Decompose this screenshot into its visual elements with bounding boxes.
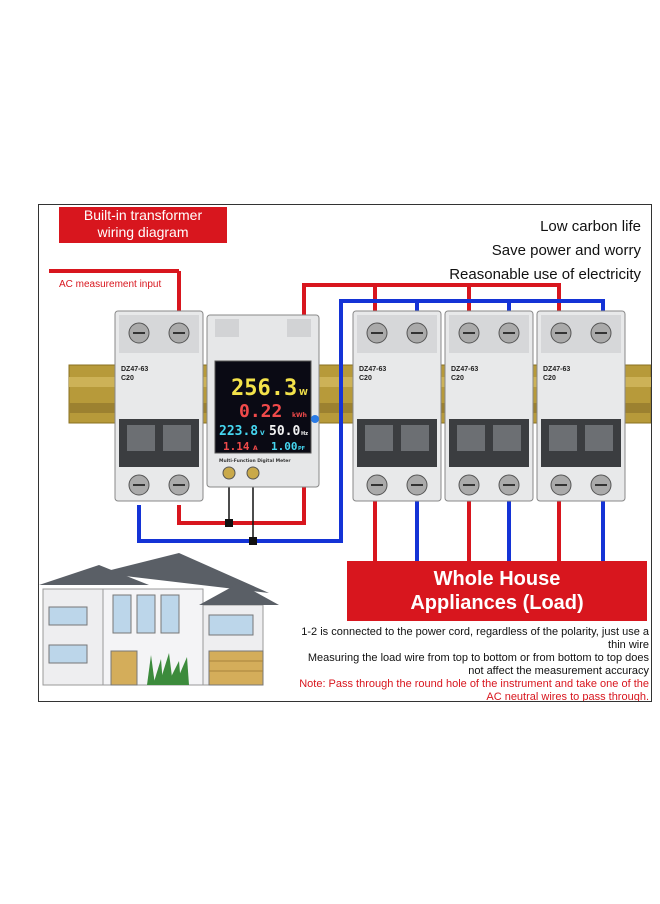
tagline-3: Reasonable use of electricity — [449, 266, 641, 283]
house-illustration — [39, 553, 279, 686]
diagram-frame: DZ47-63 C20 DZ47-63 C20 DZ47-63 C20 DZ47… — [38, 204, 652, 702]
breaker-3-model: DZ47-63 — [543, 366, 570, 373]
breaker-2-rating: C20 — [451, 375, 464, 382]
wiring-diagram: DZ47-63 C20 DZ47-63 C20 DZ47-63 C20 DZ47… — [39, 269, 651, 686]
meter-pf: 1.00 — [271, 440, 298, 453]
meter-display — [214, 360, 312, 454]
load-banner-line-2: Appliances (Load) — [410, 592, 584, 614]
breaker-1 — [352, 310, 442, 502]
breaker-main — [114, 310, 204, 502]
tagline-2: Save power and worry — [491, 242, 641, 259]
meter-current: 1.14 — [223, 440, 250, 453]
meter-caption: Multi-Function Digital Meter — [219, 458, 291, 464]
meter-energy-unit: kWh — [292, 412, 307, 419]
meter-pf-unit: PF — [298, 446, 305, 452]
meter-power-unit: W — [299, 388, 308, 397]
taglines: Low carbon life Save power and worry Rea… — [449, 215, 641, 287]
breaker-2 — [444, 310, 534, 502]
breaker-main-model: DZ47-63 — [121, 366, 148, 373]
meter-voltage-unit: V — [260, 430, 265, 437]
meter-frequency: 50.0 — [269, 424, 300, 439]
meter-energy: 0.22 — [239, 401, 282, 422]
wiring-notes: 1-2 is connected to the power cord, rega… — [299, 626, 649, 702]
title-line-1: Built-in transformer — [83, 207, 203, 223]
meter-power: 256.3 — [231, 376, 297, 401]
title-banner: Built-in transformer wiring diagram — [59, 207, 227, 243]
breaker-3 — [536, 310, 626, 502]
note-1: 1-2 is connected to the power cord, rega… — [301, 626, 649, 651]
meter-voltage: 223.8 — [219, 424, 258, 439]
load-banner: Whole House Appliances (Load) — [347, 561, 647, 621]
breaker-3-rating: C20 — [543, 375, 556, 382]
meter-button — [311, 415, 319, 423]
note-3: Note: Pass through the round hole of the… — [299, 678, 649, 702]
title-line-2: wiring diagram — [97, 224, 189, 240]
breaker-1-model: DZ47-63 — [359, 366, 386, 373]
digital-meter — [206, 314, 320, 488]
meter-current-unit: A — [253, 445, 258, 452]
note-2: Measuring the load wire from top to bott… — [307, 652, 649, 677]
breaker-main-rating: C20 — [121, 375, 134, 382]
breaker-1-rating: C20 — [359, 375, 372, 382]
breaker-2-model: DZ47-63 — [451, 366, 478, 373]
load-banner-line-1: Whole House — [433, 568, 561, 590]
meter-frequency-unit: Hz — [301, 431, 308, 437]
tagline-1: Low carbon life — [540, 218, 641, 235]
ac-measurement-label: AC measurement input — [59, 279, 162, 290]
